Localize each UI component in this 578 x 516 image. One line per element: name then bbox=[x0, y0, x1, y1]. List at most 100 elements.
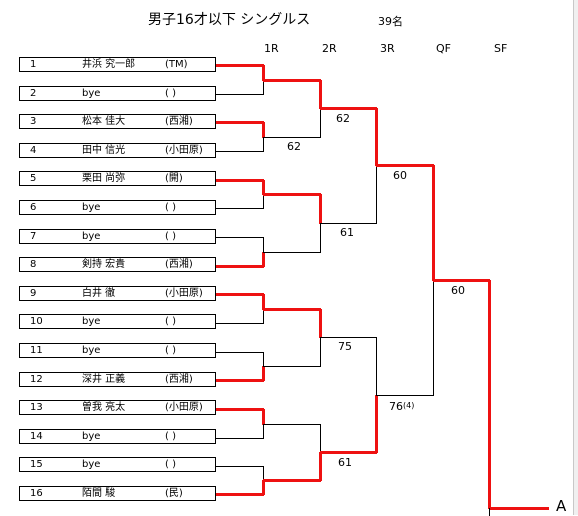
player-slot-6: 6 bye ( ) bbox=[19, 200, 216, 215]
player-club: ( ) bbox=[165, 345, 176, 356]
player-club: (小田原) bbox=[165, 144, 203, 156]
player-club: (西湘) bbox=[165, 259, 193, 271]
r1-vertical bbox=[262, 251, 265, 267]
r1-vertical bbox=[263, 194, 264, 209]
vertical-scrollbar[interactable] bbox=[573, 0, 578, 515]
r1-vertical bbox=[262, 480, 265, 495]
player-slot-10: 10 bye ( ) bbox=[19, 314, 216, 330]
score-r1-m2: 62 bbox=[287, 140, 301, 153]
r1-line bbox=[216, 438, 263, 439]
r2-vertical bbox=[320, 222, 321, 253]
player-name: 白井 徹 bbox=[82, 287, 116, 299]
player-num: 12 bbox=[30, 373, 43, 385]
player-slot-8: 8 剣持 宏貴 (西湘) bbox=[19, 257, 216, 273]
player-club: ( ) bbox=[165, 87, 176, 99]
r2-line bbox=[263, 136, 320, 138]
player-num: 15 bbox=[30, 459, 43, 471]
r2-line bbox=[263, 366, 320, 367]
score-r3-m2-tiebreak: (4) bbox=[403, 401, 415, 410]
r3-line bbox=[320, 337, 376, 339]
page-title: 男子16才以下 シングルス bbox=[148, 12, 311, 28]
r1-vertical bbox=[263, 79, 264, 95]
player-num: 16 bbox=[30, 488, 43, 499]
r2-line bbox=[263, 251, 320, 253]
player-club: ( ) bbox=[165, 316, 176, 328]
player-num: 14 bbox=[30, 430, 43, 442]
r1-line bbox=[216, 179, 264, 182]
round-header-sf: SF bbox=[494, 42, 508, 55]
player-club: ( ) bbox=[165, 430, 176, 442]
player-club: ( ) bbox=[165, 202, 176, 213]
player-num: 3 bbox=[30, 116, 37, 128]
r1-line bbox=[216, 466, 263, 467]
r1-vertical bbox=[262, 366, 265, 381]
player-club: (民) bbox=[165, 488, 183, 499]
round-header-qf: QF bbox=[436, 42, 451, 55]
r1-vertical bbox=[263, 423, 264, 439]
player-num: 6 bbox=[30, 202, 37, 213]
r1-vertical bbox=[262, 409, 265, 425]
r2-vertical bbox=[320, 337, 321, 367]
player-num: 9 bbox=[30, 287, 37, 299]
r1-line bbox=[216, 379, 264, 382]
score-r3-m2: 76(4) bbox=[389, 400, 414, 413]
player-slot-12: 12 深井 正義 (西湘) bbox=[19, 371, 216, 387]
player-name: 陌間 駿 bbox=[82, 488, 116, 499]
player-num: 10 bbox=[30, 316, 43, 328]
score-r2-m3: 75 bbox=[338, 340, 352, 353]
r1-line bbox=[216, 151, 263, 152]
player-num: 4 bbox=[30, 144, 37, 156]
player-name: 松本 佳大 bbox=[82, 116, 126, 128]
entry-count: 39名 bbox=[378, 15, 403, 28]
r1-vertical bbox=[263, 466, 264, 481]
r1-line bbox=[216, 323, 263, 324]
r1-vertical bbox=[263, 308, 264, 324]
r2-vertical bbox=[319, 308, 322, 339]
r1-line bbox=[216, 208, 263, 209]
score-r3-m1: 60 bbox=[393, 169, 407, 182]
r1-line bbox=[216, 293, 264, 296]
player-name: bye bbox=[82, 230, 101, 242]
player-name: bye bbox=[82, 345, 101, 356]
player-num: 8 bbox=[30, 259, 37, 271]
player-slot-3: 3 松本 佳大 (西湘) bbox=[19, 114, 216, 130]
r1-line bbox=[216, 493, 264, 496]
r1-line bbox=[216, 94, 263, 95]
player-name: 剣持 宏貴 bbox=[82, 259, 126, 271]
r2-line bbox=[263, 423, 320, 425]
player-club: (西湘) bbox=[165, 373, 193, 385]
player-name: 井浜 究一郎 bbox=[82, 59, 136, 70]
player-name: bye bbox=[82, 316, 101, 328]
player-slot-16: 16 陌間 駿 (民) bbox=[19, 486, 216, 501]
r1-vertical bbox=[263, 237, 264, 253]
r3-vertical bbox=[376, 337, 377, 396]
player-name: bye bbox=[82, 87, 101, 99]
sf-lead bbox=[489, 507, 549, 510]
player-name: 深井 正義 bbox=[82, 373, 126, 385]
player-name: bye bbox=[82, 202, 101, 213]
player-slot-5: 5 栗田 尚弥 (開) bbox=[19, 171, 216, 187]
score-r2-m2: 61 bbox=[340, 226, 354, 239]
r1-line bbox=[216, 64, 264, 67]
player-club: (開) bbox=[165, 173, 183, 185]
r3-vertical bbox=[375, 394, 378, 453]
player-club: (西湘) bbox=[165, 116, 193, 128]
r2-vertical bbox=[320, 108, 321, 138]
r2-vertical bbox=[319, 451, 322, 481]
r3-line bbox=[320, 107, 377, 110]
player-name: 栗田 尚弥 bbox=[82, 173, 126, 185]
round-header-1r: 1R bbox=[264, 42, 279, 55]
r1-vertical bbox=[262, 294, 265, 310]
qf-vertical bbox=[432, 165, 435, 281]
r1-vertical bbox=[262, 180, 265, 195]
player-num: 5 bbox=[30, 173, 37, 185]
player-num: 7 bbox=[30, 230, 37, 242]
r2-vertical bbox=[319, 194, 322, 224]
player-name: bye bbox=[82, 459, 101, 471]
r3-vertical bbox=[376, 165, 377, 224]
